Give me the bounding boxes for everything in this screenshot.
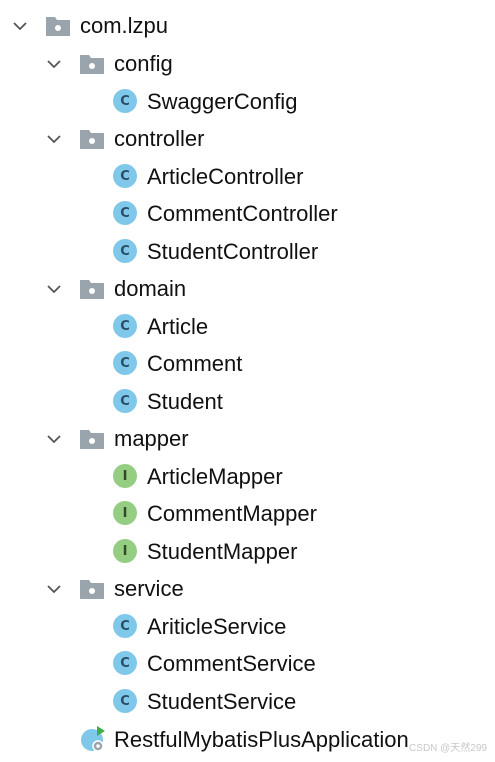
interface-icon: I [113, 501, 137, 525]
tree-leaf-label: CommentController [147, 200, 338, 226]
tree-node-mapper[interactable]: mapper [0, 420, 495, 457]
tree-leaf-label: ArticleController [147, 163, 304, 189]
class-icon: C [113, 201, 137, 225]
tree-leaf-class[interactable]: C Student [0, 383, 495, 420]
tree-leaf-interface[interactable]: I StudentMapper [0, 533, 495, 570]
tree-node-controller[interactable]: controller [0, 120, 495, 157]
tree-leaf-label: Comment [147, 350, 243, 376]
tree-node-domain[interactable]: domain [0, 270, 495, 307]
tree-node-label: domain [114, 275, 187, 301]
class-icon: C [113, 239, 137, 263]
tree-node-service[interactable]: service [0, 570, 495, 607]
tree-leaf-class[interactable]: C Comment [0, 345, 495, 382]
class-icon: C [113, 89, 137, 113]
tree-leaf-label: CommentService [147, 650, 316, 676]
tree-leaf-interface[interactable]: I CommentMapper [0, 495, 495, 532]
tree-leaf-class[interactable]: C CommentService [0, 645, 495, 682]
package-folder-icon [45, 15, 71, 37]
tree-leaf-class[interactable]: C Article [0, 308, 495, 345]
chevron-down-icon[interactable] [47, 57, 61, 71]
tree-leaf-label: CommentMapper [147, 500, 317, 526]
package-folder-icon [79, 53, 105, 75]
tree-node-root[interactable]: com.lzpu [0, 7, 495, 44]
package-folder-icon [79, 578, 105, 600]
chevron-down-icon[interactable] [47, 432, 61, 446]
tree-leaf-label: RestfulMybatisPlusApplication [114, 726, 409, 752]
tree-leaf-interface[interactable]: I ArticleMapper [0, 458, 495, 495]
tree-leaf-application[interactable]: RestfulMybatisPlusApplication [0, 721, 495, 758]
tree-leaf-class[interactable]: C ArticleController [0, 158, 495, 195]
package-folder-icon [79, 128, 105, 150]
tree-leaf-label: SwaggerConfig [147, 88, 298, 114]
tree-leaf-label: StudentService [147, 688, 297, 714]
spring-boot-class-icon [78, 724, 108, 754]
tree-node-label: com.lzpu [80, 12, 169, 38]
tree-leaf-label: Student [147, 388, 223, 414]
chevron-down-icon[interactable] [47, 282, 61, 296]
chevron-down-icon[interactable] [13, 19, 27, 33]
class-icon: C [113, 651, 137, 675]
tree-leaf-class[interactable]: C SwaggerConfig [0, 83, 495, 120]
tree-node-label: controller [114, 125, 205, 151]
tree-leaf-label: Article [147, 313, 209, 339]
tree-node-config[interactable]: config [0, 45, 495, 82]
package-folder-icon [79, 428, 105, 450]
package-folder-icon [79, 278, 105, 300]
tree-leaf-class[interactable]: C AriticleService [0, 608, 495, 645]
tree-leaf-class[interactable]: C StudentController [0, 233, 495, 270]
chevron-down-icon[interactable] [47, 132, 61, 146]
class-icon: C [113, 164, 137, 188]
class-icon: C [113, 689, 137, 713]
tree-node-label: mapper [114, 425, 189, 451]
tree-leaf-label: AriticleService [147, 613, 287, 639]
interface-icon: I [113, 539, 137, 563]
class-icon: C [113, 614, 137, 638]
chevron-down-icon[interactable] [47, 582, 61, 596]
tree-leaf-label: StudentMapper [147, 538, 298, 564]
tree-leaf-class[interactable]: C StudentService [0, 683, 495, 720]
tree-leaf-class[interactable]: C CommentController [0, 195, 495, 232]
interface-icon: I [113, 464, 137, 488]
watermark-text: CSDN @天然299 [409, 743, 487, 754]
tree-leaf-label: ArticleMapper [147, 463, 283, 489]
class-icon: C [113, 351, 137, 375]
tree-node-label: service [114, 575, 184, 601]
tree-node-label: config [114, 50, 173, 76]
tree-leaf-label: StudentController [147, 238, 319, 264]
class-icon: C [113, 389, 137, 413]
class-icon: C [113, 314, 137, 338]
